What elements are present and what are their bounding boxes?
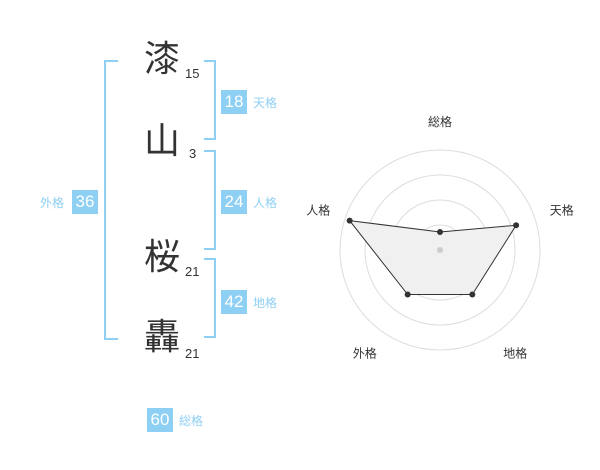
tenkaku-label: 天格 xyxy=(253,96,278,110)
radar-point-3 xyxy=(404,291,411,298)
soukaku-value: 60 xyxy=(147,408,173,432)
gaikaku-value: 36 xyxy=(72,190,98,214)
soukaku-label: 総格 xyxy=(179,414,204,428)
char-4-strokes: 21 xyxy=(185,346,200,361)
gaikaku-label: 外格 xyxy=(40,196,65,210)
radar-axis-label-0: 総格 xyxy=(428,114,452,129)
char-2: 山 xyxy=(144,121,181,162)
chikaku-label: 地格 xyxy=(253,296,278,310)
radar-center-dot xyxy=(437,247,443,253)
radar-axis-label-2: 地格 xyxy=(503,346,527,361)
char-3-strokes: 21 xyxy=(185,264,200,279)
jinkaku-value: 24 xyxy=(221,190,247,214)
radar-polygon xyxy=(348,219,518,295)
gaikaku-bracket xyxy=(104,60,118,340)
tenkaku-bracket xyxy=(204,60,216,140)
radar-points xyxy=(346,217,520,298)
jinkaku-bracket xyxy=(204,150,216,250)
chikaku-value: 42 xyxy=(221,290,247,314)
radar-ring-3 xyxy=(364,174,516,326)
char-1: 漆 xyxy=(144,39,181,80)
radar-axis-label-1: 天格 xyxy=(550,202,574,217)
char-4: 轟 xyxy=(144,317,181,358)
chikaku-bracket xyxy=(204,258,216,338)
radar-point-1 xyxy=(513,222,520,229)
radar-axis-label-3: 外格 xyxy=(353,346,377,361)
jinkaku-label: 人格 xyxy=(253,196,278,210)
radar-ring-4 xyxy=(339,149,541,351)
tenkaku-value: 18 xyxy=(221,90,247,114)
char-2-strokes: 3 xyxy=(189,146,197,161)
char-3: 桜 xyxy=(144,237,181,278)
char-1-strokes: 15 xyxy=(185,66,200,81)
radar-point-0 xyxy=(437,229,443,235)
radar-axis-label-4: 人格 xyxy=(306,202,330,217)
radar-point-4 xyxy=(346,217,353,224)
radar-point-2 xyxy=(469,291,476,298)
